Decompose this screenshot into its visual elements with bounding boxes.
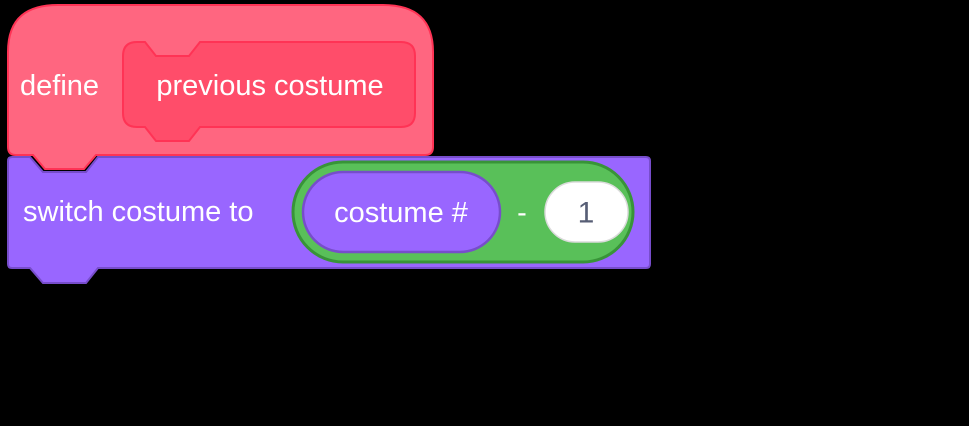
switch-costume-label: switch costume to xyxy=(23,196,253,228)
number-input-value: 1 xyxy=(578,197,595,230)
number-input[interactable] xyxy=(544,181,629,243)
define-keyword-label: define xyxy=(20,70,99,102)
costume-number-label: costume # xyxy=(334,197,468,229)
prototype-label: previous costume xyxy=(156,70,383,102)
costume-number-reporter[interactable] xyxy=(301,170,502,254)
minus-operator-symbol: - xyxy=(517,197,527,229)
custom-block-prototype[interactable] xyxy=(122,41,416,142)
